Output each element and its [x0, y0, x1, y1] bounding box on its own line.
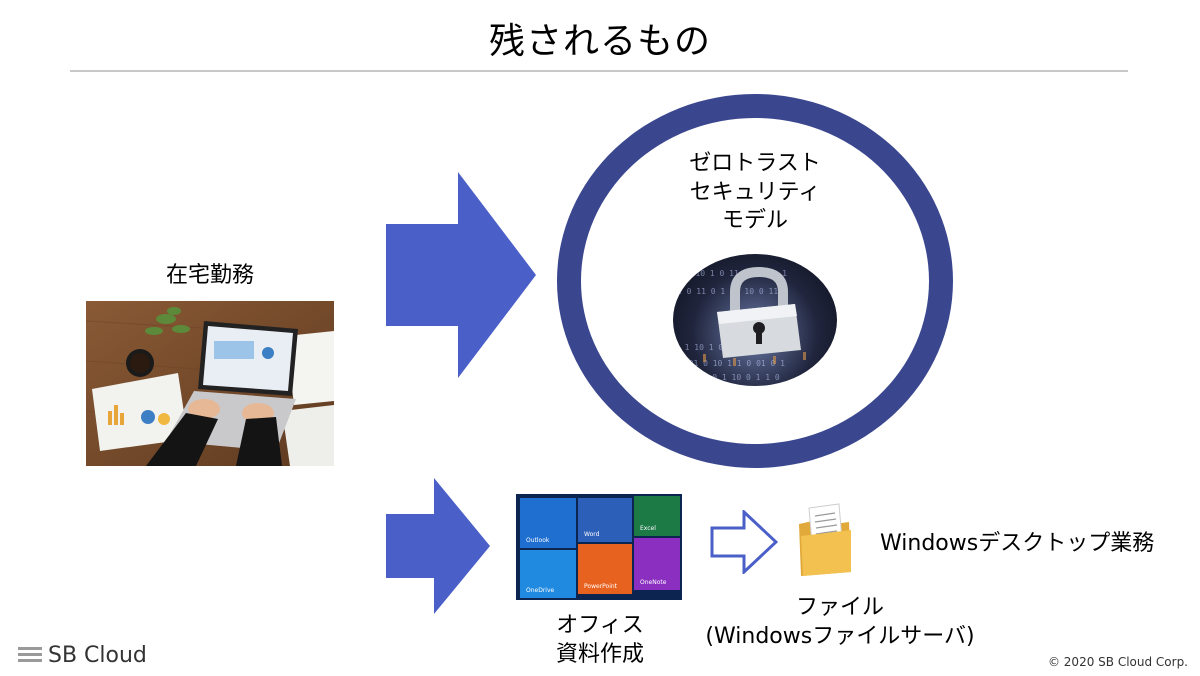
file-line2: (Windowsファイルサーバ): [705, 623, 975, 649]
right-arrow-large: [386, 172, 536, 378]
hollow-right-arrow: [710, 510, 778, 574]
onedrive-tile: OneDrive: [520, 550, 576, 598]
windows-desktop-label: Windowsデスクトップ業務: [880, 531, 1155, 556]
logo-text: SB Cloud: [48, 642, 147, 668]
svg-text:0 1 0 1 10 0 1 1 0: 0 1 0 1 10 0 1 1 0: [693, 373, 780, 382]
zero-trust-line2: セキュリティ: [689, 179, 821, 205]
file-line1: ファイル: [795, 595, 884, 620]
zero-trust-label: ゼロトラスト セキュリティ モデル: [655, 150, 855, 236]
right-arrow-small: [386, 478, 490, 614]
zero-trust-line3: モデル: [721, 208, 788, 234]
folder-icon: [799, 503, 851, 576]
home-work-label: 在宅勤務: [165, 263, 254, 288]
slide-title: 残されるもの: [488, 21, 711, 62]
svg-text:01 10 1 0 11 01 0 10 1: 01 10 1 0 11 01 0 10 1: [681, 269, 787, 278]
logo-mark-icon: [18, 644, 42, 666]
sb-cloud-logo: SB Cloud: [18, 642, 147, 668]
copyright-text: © 2020 SB Cloud Corp.: [1047, 655, 1188, 669]
word-tile: Word: [578, 498, 632, 542]
svg-text:1 01 0 10 1 1 0 01 0 1: 1 01 0 10 1 1 0 01 0 1: [679, 359, 785, 368]
office-line2: 資料作成: [555, 641, 644, 667]
office-apps-image: Outlook Word Excel OneDrive PowerPoint O…: [516, 494, 682, 600]
onenote-tile: OneNote: [634, 538, 680, 590]
excel-tile: Excel: [634, 496, 680, 536]
office-label: オフィス 資料作成: [520, 612, 680, 669]
powerpoint-tile: PowerPoint: [578, 544, 632, 594]
file-label: ファイル (Windowsファイルサーバ): [690, 594, 990, 651]
title-divider: [70, 70, 1128, 72]
office-line1: オフィス: [556, 613, 644, 638]
home-work-photo: [86, 301, 334, 466]
zero-trust-line1: ゼロトラスト: [689, 151, 821, 176]
padlock-icon: 01 10 1 0 11 01 0 10 1 1 0 11 0 1 01 10 …: [673, 254, 837, 386]
outlook-tile: Outlook: [520, 498, 576, 548]
